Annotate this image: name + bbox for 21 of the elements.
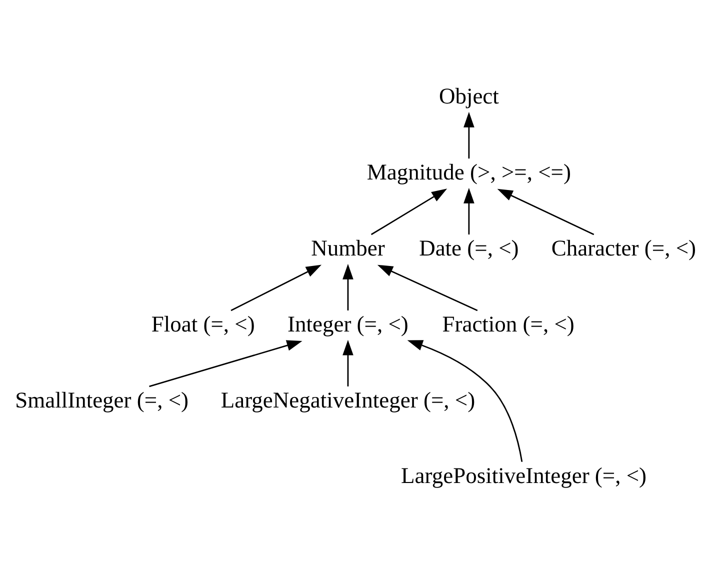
arrow (230, 264, 322, 312)
arrow (497, 188, 594, 236)
arrow (464, 112, 474, 159)
node-text: Integer (=, <) (287, 311, 408, 336)
node-text: Fraction (=, <) (442, 311, 574, 336)
node-text: Float (=, <) (151, 311, 255, 336)
arrow (370, 188, 448, 236)
node-text: Object (438, 83, 499, 108)
arrow (342, 340, 354, 386)
arrow (377, 264, 478, 312)
arrow (407, 340, 523, 462)
node-text: LargeNegativeInteger (=, <) (220, 387, 476, 412)
node-text: Date (=, <) (419, 235, 519, 260)
arrow (342, 264, 354, 310)
node-text: Character (=, <) (551, 235, 696, 260)
arrow (149, 340, 302, 388)
node-text: Magnitude (>, >=, <=) (366, 159, 571, 184)
arrow (464, 188, 474, 234)
node-text: SmallInteger (=, <) (15, 387, 189, 412)
node-text: Number (311, 235, 385, 260)
node-text: LargePositiveInteger (=, <) (401, 463, 647, 488)
